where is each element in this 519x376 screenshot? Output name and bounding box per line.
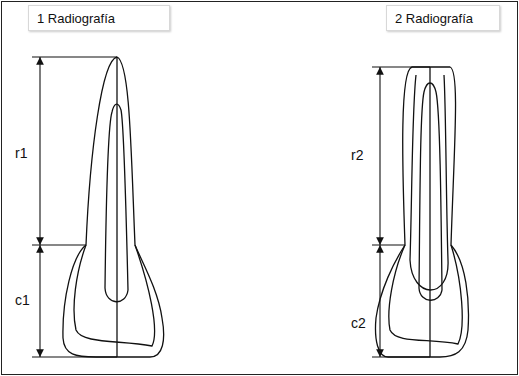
- dimension-label: r1: [14, 145, 28, 161]
- tooth-2: [376, 67, 469, 357]
- title-box: 1 Radiografía: [28, 5, 170, 31]
- title-text: 2 Radiografía: [395, 11, 473, 26]
- dimension-lines-2: [372, 67, 430, 357]
- tooth-1: [63, 57, 164, 357]
- title-text: 1 Radiografía: [37, 11, 115, 26]
- dimension-label: c1: [14, 292, 31, 308]
- title-box: 2 Radiografía: [386, 5, 500, 31]
- dimension-label: r2: [350, 147, 364, 163]
- dimension-lines-1: [32, 57, 117, 357]
- dimension-label: c2: [350, 315, 367, 331]
